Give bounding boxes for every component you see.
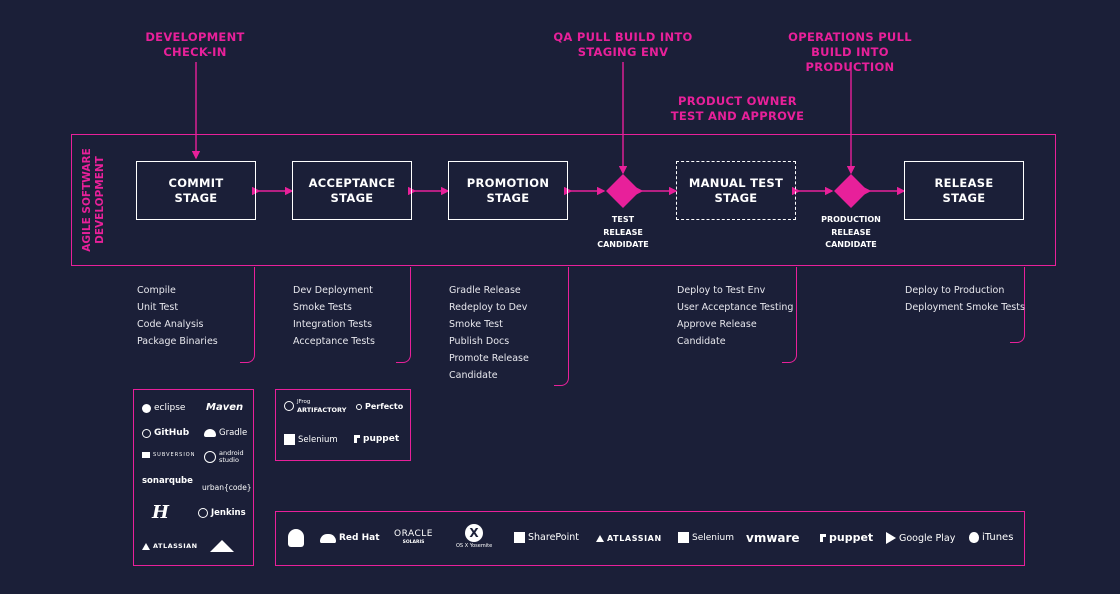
task-item: Redeploy to Dev — [449, 302, 528, 313]
artifactory-logo: JFrog ARTIFACTORY — [284, 398, 346, 414]
osx-logo: X OS X Yosemite — [456, 524, 493, 549]
osx-icon: X — [465, 524, 484, 542]
task-item: Package Binaries — [137, 336, 218, 347]
acceptance-task-list: Dev Deployment Smoke Tests Integration T… — [293, 282, 375, 350]
promotion-task-list: Gradle Release Redeploy to Dev Smoke Tes… — [449, 282, 529, 384]
android-icon — [288, 529, 304, 547]
puppet-icon — [820, 533, 826, 542]
perfecto-icon — [356, 403, 362, 410]
manual-test-stage: MANUAL TEST STAGE — [676, 161, 796, 220]
selenium-platform-logo: Selenium — [678, 532, 734, 543]
task-item: Code Analysis — [137, 319, 204, 330]
selenium-icon — [284, 434, 295, 445]
prod-rc-label: PRODUCTION RELEASE CANDIDATE — [821, 215, 881, 249]
task-item: Approve Release — [677, 319, 757, 330]
acceptance-stage: ACCEPTANCE STAGE — [292, 161, 412, 220]
itunes-logo: iTunes — [969, 532, 1013, 543]
puppet-logo: puppet — [354, 434, 399, 444]
atlassian-icon — [142, 542, 150, 550]
oracle-logo: ORACLE SOLARIS — [394, 529, 433, 545]
apple-icon — [969, 532, 979, 543]
sonarqube-logo: sonarqube — [142, 476, 193, 486]
maven-logo: Maven — [206, 402, 244, 413]
ops-pull-callout: OPERATIONS PULL BUILD INTO PRODUCTION — [788, 30, 912, 74]
task-item: Candidate — [449, 370, 498, 381]
perfecto-logo: Perfecto — [356, 402, 403, 411]
android-studio-icon — [204, 451, 216, 463]
task-item: Smoke Tests — [293, 302, 352, 313]
urbancode-logo: urban{code} — [202, 483, 252, 492]
redhat-logo: Red Hat — [320, 533, 380, 543]
sharepoint-logo: SharePoint — [514, 532, 579, 543]
task-item: Acceptance Tests — [293, 336, 375, 347]
github-logo: GitHub — [142, 428, 189, 438]
task-item: Publish Docs — [449, 336, 510, 347]
commit-stage: COMMIT STAGE — [136, 161, 256, 220]
task-item: Deploy to Test Env — [677, 285, 766, 296]
platform-tools-box: Red Hat ORACLE SOLARIS X OS X Yosemite S… — [275, 511, 1025, 566]
android-studio-logo: android studio — [204, 450, 244, 464]
sharepoint-icon — [514, 532, 525, 543]
agile-side-label: AGILE SOFTWARE DEVELOPMENT — [81, 148, 106, 252]
vmware-logo: vmware — [746, 531, 800, 545]
qa-pull-callout: QA PULL BUILD INTO STAGING ENV — [553, 30, 693, 59]
gradle-logo: Gradle — [204, 428, 247, 438]
task-item: Integration Tests — [293, 319, 373, 330]
release-stage: RELEASE STAGE — [904, 161, 1024, 220]
atlassian-platform-logo: ATLASSIAN — [596, 534, 662, 543]
manual-tasks-bracket — [782, 267, 797, 363]
mountain-icon — [210, 540, 234, 552]
task-item: Dev Deployment — [293, 285, 373, 296]
promotion-tools-box: JFrog ARTIFACTORY Perfecto Selenium pupp… — [275, 389, 411, 461]
product-owner-callout: PRODUCT OWNER TEST AND APPROVE — [670, 94, 805, 123]
manual-task-list: Deploy to Test Env User Acceptance Testi… — [677, 282, 793, 350]
redhat-icon — [320, 533, 336, 543]
atlassian-logo: ATLASSIAN — [142, 542, 198, 550]
test-rc-label: TEST RELEASE CANDIDATE — [597, 215, 649, 249]
atlassian-icon — [596, 535, 604, 542]
commit-task-list: Compile Unit Test Code Analysis Package … — [137, 282, 218, 350]
puppet-icon — [354, 435, 360, 443]
task-item: Deployment Smoke Tests — [905, 302, 1025, 313]
task-item: Deploy to Production — [905, 285, 1005, 296]
task-item: Gradle Release — [449, 285, 521, 296]
release-task-list: Deploy to Production Deployment Smoke Te… — [905, 282, 1025, 316]
eclipse-icon — [142, 403, 151, 413]
promotion-stage: PROMOTION STAGE — [448, 161, 568, 220]
selenium-logo: Selenium — [284, 434, 338, 445]
hudson-logo: H — [152, 502, 169, 523]
subversion-icon — [142, 452, 150, 458]
task-item: Unit Test — [137, 302, 179, 313]
puppet-platform-logo: puppet — [820, 531, 873, 544]
jenkins-logo: Jenkins — [198, 508, 246, 518]
release-tasks-bracket — [1010, 267, 1025, 343]
android-logo — [288, 529, 304, 547]
artifactory-icon — [284, 401, 294, 411]
task-item: User Acceptance Testing — [677, 302, 794, 313]
googleplay-icon — [886, 532, 896, 544]
hudson-icon: H — [152, 502, 170, 523]
dev-checkin-callout: DEVELOPMENT CHECK-IN — [145, 30, 245, 59]
eclipse-logo: eclipse — [142, 403, 185, 413]
googleplay-logo: Google Play — [886, 532, 955, 544]
acceptance-tasks-bracket — [396, 267, 411, 363]
promotion-tasks-bracket — [554, 267, 569, 386]
task-item: Compile — [137, 285, 176, 296]
gradle-elephant-icon — [204, 429, 216, 437]
build-tools-box: eclipse Maven GitHub Gradle SUBVERSION a… — [133, 389, 254, 566]
subversion-logo: SUBVERSION — [142, 452, 196, 458]
task-item: Promote Release — [449, 353, 529, 364]
jenkins-icon — [198, 508, 208, 518]
github-icon — [142, 428, 151, 438]
task-item: Candidate — [677, 336, 726, 347]
selenium-icon — [678, 532, 689, 543]
agile-frame — [71, 134, 1056, 266]
task-item: Smoke Test — [449, 319, 503, 330]
commit-tasks-bracket — [240, 267, 255, 363]
